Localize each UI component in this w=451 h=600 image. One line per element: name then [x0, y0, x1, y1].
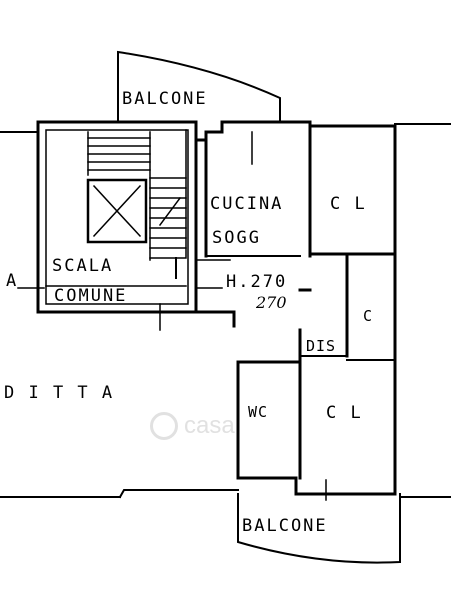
label-a: A: [6, 271, 19, 291]
label-dis: DIS: [306, 337, 337, 355]
label-balcone-bottom: BALCONE: [242, 516, 328, 536]
label-comune: COMUNE: [54, 286, 128, 306]
apartment-wall-bottom: [236, 476, 397, 496]
label-wc: WC: [248, 403, 269, 421]
label-balcone-top: BALCONE: [122, 89, 208, 109]
apartment-wall-left-lower: [194, 310, 236, 328]
elevator-cross-b: [92, 184, 142, 238]
label-h270: H.270: [226, 272, 288, 292]
elevator-box: [86, 178, 148, 244]
stair-treads: [87, 129, 187, 261]
balcony-top-outline: [117, 50, 281, 123]
casa-logo-icon: [150, 412, 178, 440]
label-ditta: D I T T A: [4, 383, 115, 403]
stairwell-outline: [36, 120, 198, 314]
watermark-text: casa: [184, 412, 235, 439]
stair-arrow: [158, 196, 182, 227]
stairwell-inner: [45, 129, 189, 305]
label-cl-bottom: C L: [326, 403, 363, 423]
label-sogg: SOGG: [212, 228, 261, 248]
balcony-bottom-outline: [237, 493, 401, 564]
label-cucina: CUCINA: [210, 194, 284, 214]
apartment-wall-top: [194, 120, 397, 142]
label-cl-top: C L: [330, 194, 367, 214]
label-c: C: [363, 307, 374, 325]
watermark: casa: [150, 408, 290, 444]
label-handwritten-270: 270: [256, 293, 287, 312]
label-scala: SCALA: [52, 256, 114, 276]
property-line-bottom-mid: [118, 489, 239, 499]
